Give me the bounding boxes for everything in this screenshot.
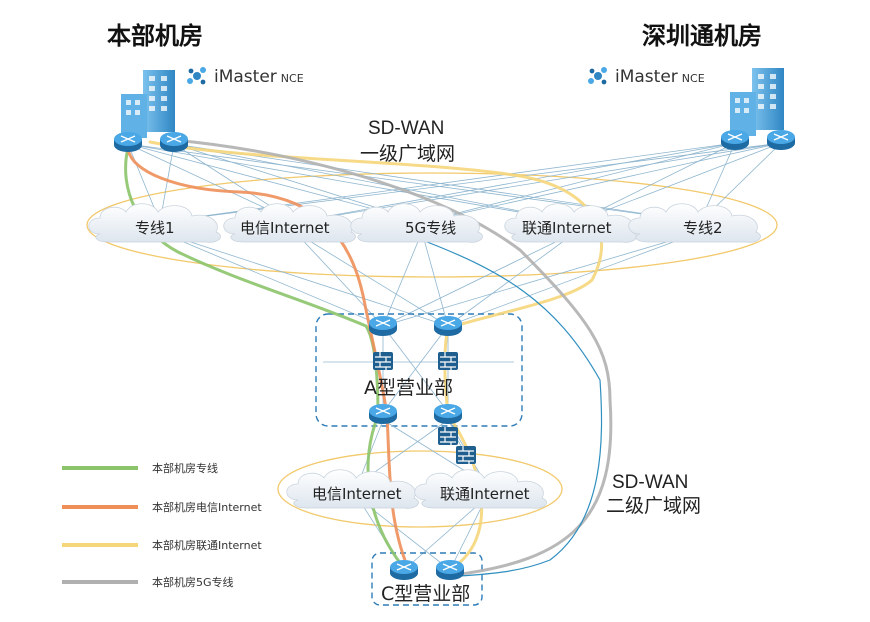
wan-level1-subtitle: 一级广域网 <box>360 143 455 165</box>
site-title-hq: 本部机房 <box>107 22 203 50</box>
path-hq-5g-leased-line <box>172 138 613 577</box>
router-icon-a-lan-1 <box>368 403 398 425</box>
legend-label: 本部机房专线 <box>152 461 218 475</box>
path-5g-blue-link <box>421 239 603 577</box>
cloud-label-5g-leased-line: 5G专线 <box>405 219 456 237</box>
cloud-label-leased-line-2: 专线2 <box>683 219 723 237</box>
brand-suffix-shenzhen: NCE <box>682 72 705 85</box>
cloud-label-leased-line-1: 专线1 <box>135 219 175 237</box>
site-title-shenzhen: 深圳通机房 <box>642 22 762 50</box>
path-hq-unicom-internet <box>148 140 603 574</box>
brand-prefix-shenzhen: iMaster <box>615 67 678 87</box>
wan-level2-subtitle: 二级广域网 <box>606 495 701 517</box>
legend: 本部机房专线 本部机房电信Internet 本部机房联通Internet 本部机… <box>62 461 262 589</box>
router-icon-hq-2 <box>159 131 189 153</box>
router-icon-a-wan-1 <box>368 315 398 337</box>
cloud-label-l2-telecom-internet: 电信Internet <box>312 485 402 503</box>
nce-logo-icon <box>187 67 206 85</box>
firewall-icon-a-4 <box>455 445 477 465</box>
brand-suffix-hq: NCE <box>281 72 304 85</box>
datacenter-building-icon-shenzhen <box>730 68 784 136</box>
nce-logo-shenzhen: iMaster NCE <box>588 67 705 87</box>
router-icon-a-lan-2 <box>433 403 463 425</box>
firewall-icon-a-2 <box>437 351 459 371</box>
firewall-icon-a-1 <box>372 351 394 371</box>
router-icon-hq-1 <box>113 131 143 153</box>
router-icon-a-wan-2 <box>433 315 463 337</box>
level1-clouds: 专线1 电信Internet 5G专线 联通Internet 专线2 <box>88 203 761 243</box>
a-branch-label: A型营业部 <box>364 377 453 399</box>
nce-logo-hq: iMaster NCE <box>187 67 304 87</box>
legend-label: 本部机房联通Internet <box>152 538 262 552</box>
cloud-label-telecom-internet: 电信Internet <box>240 219 330 237</box>
a-branch-boundary <box>315 313 523 427</box>
level1-thin-links <box>127 142 782 327</box>
router-icon-c-2 <box>435 559 465 581</box>
c-branch-boundary <box>371 552 483 606</box>
level2-wan-boundary <box>277 450 563 528</box>
wan-level1-title: SD-WAN <box>368 118 444 139</box>
datacenter-building-icon-hq <box>121 70 175 138</box>
level1-wan-boundary <box>86 172 778 278</box>
path-hq-telecom-internet <box>126 146 410 570</box>
cloud-label-l2-unicom-internet: 联通Internet <box>440 485 530 503</box>
router-icon-sz-1 <box>720 129 750 151</box>
router-icon-c-1 <box>389 559 419 581</box>
legend-label: 本部机房5G专线 <box>152 575 234 589</box>
level2-clouds: 电信Internet 联通Internet <box>286 469 547 509</box>
wan-level2-title: SD-WAN <box>612 472 688 493</box>
router-icon-sz-2 <box>766 129 796 151</box>
c-branch-label: C型营业部 <box>381 583 470 605</box>
brand-prefix-hq: iMaster <box>214 67 277 87</box>
firewall-icon-a-3 <box>437 426 459 446</box>
cloud-label-unicom-internet: 联通Internet <box>522 219 612 237</box>
nce-logo-icon <box>588 67 607 85</box>
legend-label: 本部机房电信Internet <box>152 500 262 514</box>
